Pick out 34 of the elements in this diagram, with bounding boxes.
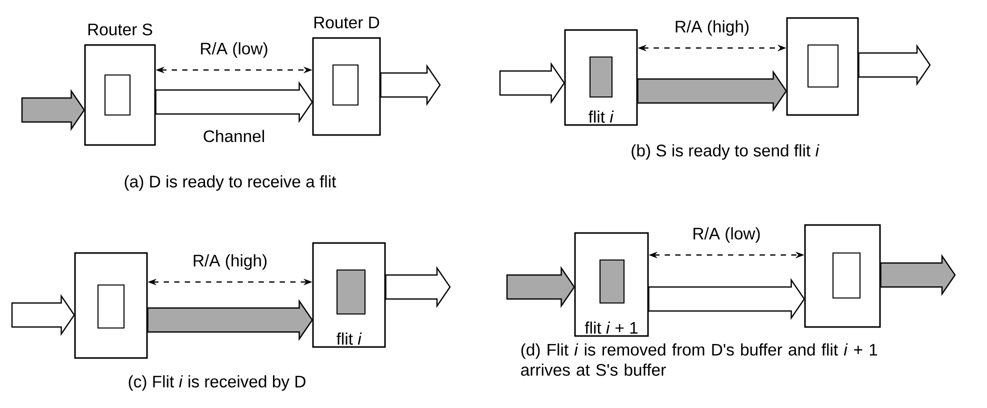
edge-label: R/A (high)	[190, 252, 270, 272]
buffer-box	[589, 56, 613, 98]
block-arrow	[637, 70, 787, 112]
block-arrow	[648, 278, 805, 320]
buffer-box	[104, 74, 131, 116]
caption: (b) S is ready to send flit i	[632, 144, 820, 160]
edge-label: R/A (low)	[690, 224, 764, 246]
caption: (c) Flit i is received by D	[128, 375, 306, 391]
edge-label: Channel	[200, 127, 268, 145]
flit-label: flit i	[588, 110, 614, 123]
block-arrow	[147, 299, 313, 341]
buffer-box	[599, 259, 625, 304]
block-arrow	[858, 44, 931, 86]
block-arrow	[21, 89, 85, 131]
router-label: Router S	[88, 24, 152, 36]
flit-label: flit i + 1	[584, 322, 638, 334]
buffer-box	[807, 44, 839, 88]
caption: (d) Flit i is removed from D's buffer and flit i + 1 arrives at S's buffer	[521, 343, 878, 376]
buffer-box	[336, 269, 366, 315]
buffer-box	[332, 64, 359, 106]
buffer-box	[832, 252, 861, 299]
block-arrow	[155, 81, 313, 123]
edge-label: R/A (low)	[197, 40, 271, 60]
buffer-box	[97, 284, 125, 329]
edge-label: R/A (high)	[672, 18, 752, 38]
caption: (a) D is ready to receive a flit	[124, 175, 336, 191]
block-arrow	[380, 64, 441, 106]
flit-label: flit i	[336, 332, 362, 345]
block-arrow	[499, 62, 565, 104]
router-label: Router D	[314, 16, 380, 28]
block-arrow	[880, 254, 956, 296]
block-arrow	[506, 266, 575, 308]
block-arrow	[11, 294, 75, 336]
block-arrow	[385, 266, 451, 308]
